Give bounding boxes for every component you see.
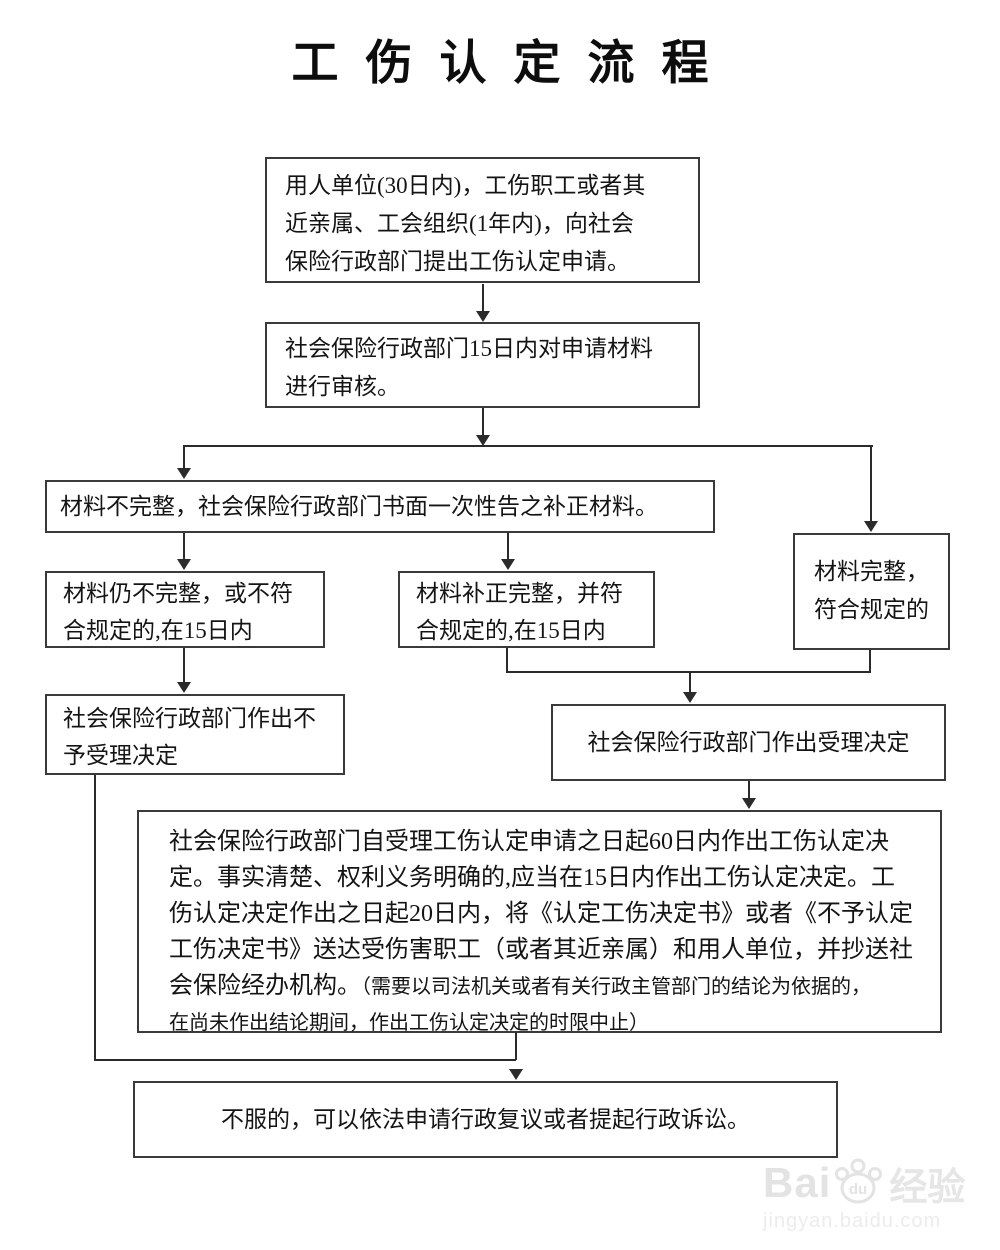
watermark: Bai du 经验 jingyan.baidu.com (763, 1158, 983, 1233)
connector-still-reject (183, 648, 185, 683)
arrowhead-icon (501, 559, 515, 570)
node-apply-line: 保险行政部门提出工伤认定申请。 (285, 249, 630, 274)
paw-icon: du (832, 1156, 884, 1211)
node-reject: 社会保险行政部门作出不予受理决定 (45, 694, 345, 775)
node-review-line: 进行审核。 (285, 374, 400, 399)
connector-branch-notice (183, 445, 185, 469)
node-complete-line: 符合规定的 (814, 597, 929, 622)
node-apply: 用人单位(30日内)，工伤职工或者其 近亲属、工会组织(1年内)，向社会 保险行… (265, 157, 700, 283)
arrowhead-icon (476, 311, 490, 322)
arrowhead-icon (509, 1069, 523, 1080)
watermark-brand-right: 经验 (889, 1166, 966, 1209)
connector-review-branch (482, 408, 484, 436)
node-appeal: 不服的，可以依法申请行政复议或者提起行政诉讼。 (133, 1081, 838, 1158)
arrowhead-icon (476, 435, 490, 446)
connector-notice-still (183, 533, 185, 560)
node-decision: 社会保险行政部门自受理工伤认定申请之日起60日内作出工伤认定决 定。事实清楚、权… (137, 810, 942, 1034)
connector-branch-complete (870, 445, 872, 522)
node-apply-line: 近亲属、工会组织(1年内)，向社会 (285, 211, 634, 236)
connector-merge-accept (689, 671, 691, 693)
arrowhead-icon (177, 559, 191, 570)
node-decision-main-text: 会保险经办机构。 (169, 973, 361, 999)
node-decision-line: 伤认定决定作出之日起20日内，将《认定工伤决定书》或者《不予认定 (169, 901, 913, 927)
node-review: 社会保险行政部门15日内对申请材料 进行审核。 (265, 322, 700, 408)
node-incomplete-notice: 材料不完整，社会保险行政部门书面一次性告之补正材料。 (45, 480, 715, 533)
arrowhead-icon (177, 682, 191, 693)
node-decision-line: 社会保险行政部门自受理工伤认定申请之日起60日内作出工伤认定决 (169, 829, 889, 855)
node-apply-line: 用人单位(30日内)，工伤职工或者其 (285, 173, 646, 198)
node-complete: 材料完整， 符合规定的 (793, 533, 950, 650)
connector-corrected-merge (506, 648, 508, 673)
arrowhead-icon (683, 692, 697, 703)
connector-branch-bar (183, 445, 873, 447)
arrowhead-icon (742, 798, 756, 809)
connector-reject-down (94, 775, 96, 1061)
page-title: 工伤认定流程 (291, 38, 736, 90)
arrowhead-icon (177, 468, 191, 479)
arrowhead-icon (864, 521, 878, 532)
connector-accept-decision (748, 781, 750, 799)
connector-complete-merge (869, 650, 871, 673)
connector-decision-appeal (515, 1032, 517, 1060)
watermark-brand-left: Bai (763, 1159, 832, 1206)
node-complete-line: 材料完整， (814, 559, 929, 584)
watermark-brand-mid-glyph: du (849, 1181, 867, 1198)
connector-merge-bar (506, 671, 871, 673)
node-accept: 社会保险行政部门作出受理决定 (551, 704, 946, 781)
node-review-line: 社会保险行政部门15日内对申请材料 (285, 336, 653, 361)
node-decision-line: 会保险经办机构。（需要以司法机关或者有关行政主管部门的结论为依据的， (169, 968, 914, 1005)
node-decision-note: 在尚未作出结论期间，作出工伤认定决定的时限中止） (169, 1012, 649, 1034)
watermark-logo: Bai du 经验 (763, 1156, 983, 1211)
node-decision-note: （需要以司法机关或者有关行政主管部门的结论为依据的， (361, 976, 871, 998)
connector-apply-review (482, 284, 484, 312)
connector-reject-appeal (94, 1059, 516, 1061)
node-decision-line: 工伤决定书》送达受伤害职工（或者其近亲属）和用人单位，并抄送社 (169, 937, 913, 963)
node-decision-line: 定。事实清楚、权利义务明确的,应当在15日内作出工伤认定决定。工 (169, 865, 895, 891)
node-still-incomplete: 材料仍不完整，或不符合规定的,在15日内 (45, 571, 325, 648)
node-corrected: 材料补正完整，并符合规定的,在15日内 (398, 571, 655, 648)
connector-notice-corrected (507, 533, 509, 560)
watermark-url: jingyan.baidu.com (763, 1210, 942, 1232)
